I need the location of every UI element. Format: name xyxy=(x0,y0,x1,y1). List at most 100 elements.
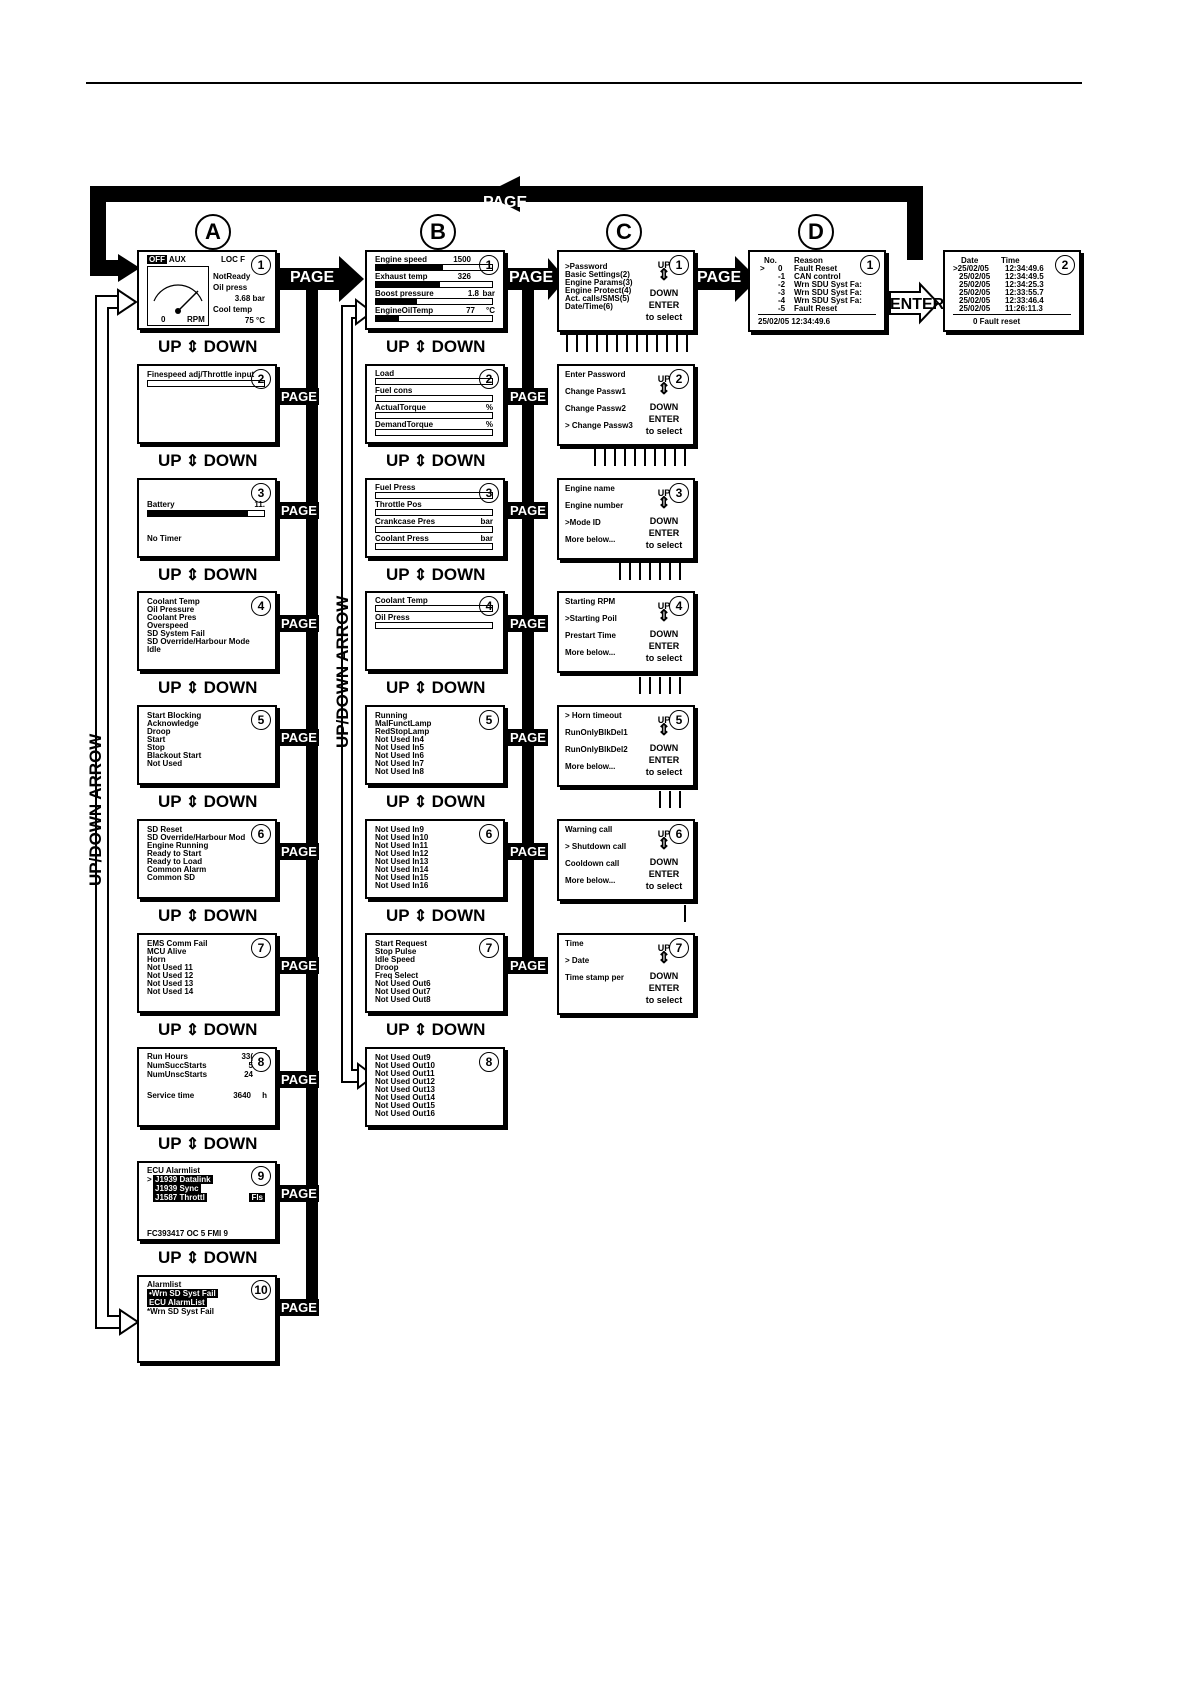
menu-item: >Starting Poil xyxy=(565,614,617,623)
a-page-label-7: PAGE xyxy=(279,957,319,974)
row-date: >25/02/05 xyxy=(953,264,989,273)
oil-press-label: Oil Press xyxy=(375,613,410,622)
col-no-header: No. xyxy=(764,256,777,265)
list-item: Not Used Out6 xyxy=(375,979,431,988)
a-page-label-3: PAGE xyxy=(279,502,319,519)
nav-up-label: UP xyxy=(657,488,671,498)
list-item: Not Used 11 xyxy=(147,963,193,972)
row-number: -5 xyxy=(778,304,786,313)
c-page-label-4: PAGE xyxy=(508,615,548,632)
nav-select-label: to select xyxy=(645,767,683,777)
a-page-label-6: PAGE xyxy=(279,843,319,860)
value-bar-fill xyxy=(376,316,400,321)
up-label: UP xyxy=(158,451,182,470)
menu-item: Starting RPM xyxy=(565,597,616,606)
down-label: DOWN xyxy=(203,906,258,925)
down-label: DOWN xyxy=(431,565,486,584)
updown-arrow-icon: ⇕ xyxy=(185,908,200,925)
value-bar xyxy=(147,380,265,387)
screen-number: 1 xyxy=(251,255,271,275)
list-item: Not Used In15 xyxy=(375,873,429,882)
menu-item: > Horn timeout xyxy=(565,711,622,720)
value-bar xyxy=(375,281,493,288)
fault-code-line: FC393417 OC 5 FMI 9 xyxy=(147,1229,228,1238)
list-item: Not Used Out16 xyxy=(375,1109,436,1118)
list-item: Coolant Pres xyxy=(147,613,197,622)
up-label: UP xyxy=(158,1134,182,1153)
menu-item: > Date xyxy=(565,956,590,965)
cursor-marker: > xyxy=(760,264,765,273)
list-item: Horn xyxy=(147,955,166,964)
engine-speed-value: 1500 xyxy=(453,255,471,264)
alarmlist-title: Alarmlist xyxy=(147,1280,182,1289)
updown-arrow-icon: ⇕ xyxy=(413,908,428,925)
gauge-unit: % xyxy=(485,420,493,429)
c-page-label-7: PAGE xyxy=(508,957,548,974)
screen-number: 7 xyxy=(669,938,689,958)
nav-select-label: to select xyxy=(645,540,683,550)
list-item: SD Override/Harbour Mod xyxy=(147,833,246,842)
gauge-label: Coolant Press xyxy=(375,534,429,543)
up-label: UP xyxy=(158,337,182,356)
b-updown-4: UP⇕DOWN xyxy=(386,678,485,698)
b-to-c-page-label: PAGE xyxy=(509,269,554,286)
up-label: UP xyxy=(158,1020,182,1039)
menu-item: More below... xyxy=(565,762,616,771)
gauge-unit: bar xyxy=(480,534,493,543)
top-page-label: PAGE xyxy=(483,194,528,211)
list-item: Ready to Start xyxy=(147,849,202,858)
list-item: Not Used 14 xyxy=(147,987,194,996)
updown-arrow-icon: ⇕ xyxy=(413,453,428,470)
oil-temp-unit: °C xyxy=(486,306,495,315)
value-bar-fill xyxy=(148,511,248,516)
col-time-header: Time xyxy=(1001,256,1020,265)
list-item: Start Blocking xyxy=(147,711,202,720)
a-page-label-10: PAGE xyxy=(279,1299,319,1316)
row-date: 25/02/05 xyxy=(959,296,991,305)
nav-down-label: DOWN xyxy=(649,629,679,639)
screen-number: 6 xyxy=(479,824,499,844)
list-item: MalFunctLamp xyxy=(375,719,432,728)
row-reason: Fault Reset xyxy=(794,304,838,313)
a-updown-8: UP⇕DOWN xyxy=(158,1134,257,1154)
list-item: Not Used 13 xyxy=(147,979,194,988)
list-item: SD Reset xyxy=(147,825,183,834)
list-item: Not Used In5 xyxy=(375,743,424,752)
list-item: Not Used In7 xyxy=(375,759,424,768)
value-bar xyxy=(375,378,493,385)
menu-item: Warning call xyxy=(565,825,613,834)
row-reason: Wrn SDU Syst Fa: xyxy=(794,288,862,297)
list-item: Start Request xyxy=(375,939,428,948)
throttle-label: Finespeed adj/Throttle input xyxy=(147,370,255,379)
down-label: DOWN xyxy=(203,451,258,470)
menu-item: Engine number xyxy=(565,501,624,510)
service-time-label: Service time xyxy=(147,1091,195,1100)
nav-up-label: UP xyxy=(657,374,671,384)
screen-number: 2 xyxy=(251,369,271,389)
list-item: Not Used In6 xyxy=(375,751,424,760)
menu-item: >Password xyxy=(565,262,608,271)
a-updown-6: UP⇕DOWN xyxy=(158,906,257,926)
list-item: Overspeed xyxy=(147,621,189,630)
nav-updown-arrow: ⇕ xyxy=(657,608,671,625)
row-date: 25/02/05 xyxy=(959,272,991,281)
down-label: DOWN xyxy=(203,792,258,811)
row-number: -3 xyxy=(778,288,786,297)
nav-enter-label: ENTER xyxy=(648,869,680,879)
list-item: Not Used In12 xyxy=(375,849,429,858)
boost-pressure-unit: bar xyxy=(482,289,495,298)
row-time: 12:34:25.3 xyxy=(1005,280,1044,289)
up-label: UP xyxy=(158,1248,182,1267)
screen-number: 7 xyxy=(479,938,499,958)
loc-label: LOC F xyxy=(221,255,245,264)
